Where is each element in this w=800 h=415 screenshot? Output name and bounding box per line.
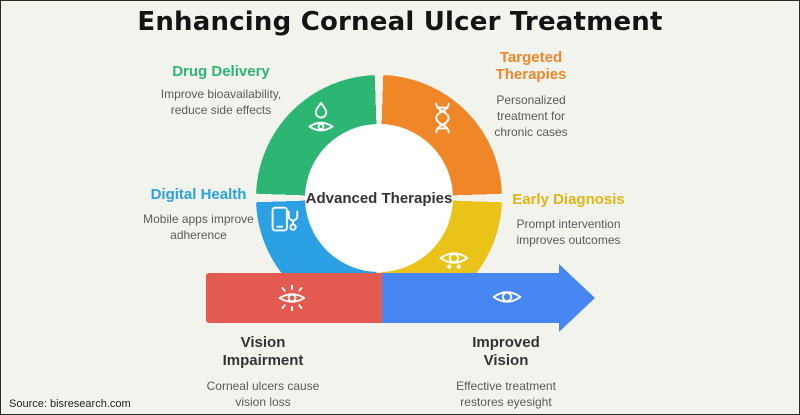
segment-label: Digital Health <box>150 186 247 203</box>
eye-scan-icon <box>435 240 473 278</box>
page-title: Enhancing Corneal Ulcer Treatment <box>137 7 663 37</box>
arrow-head <box>559 264 595 332</box>
segment-label: Early Diagnosis <box>512 191 625 208</box>
segment-digital-health: Digital Health Mobile apps improve adher… <box>121 186 276 244</box>
stage-label: Improved Vision <box>472 334 540 369</box>
stage-improved-vision: Improved Vision Effective treatment rest… <box>431 334 581 410</box>
healthy-eye-icon <box>488 278 526 316</box>
stage-desc: Corneal ulcers cause vision loss <box>206 379 320 410</box>
mobile-stethoscope-icon <box>265 201 303 239</box>
ring-center-label: Advanced Therapies <box>305 189 453 207</box>
dna-icon <box>423 99 461 137</box>
vision-impairment-arrow-segment <box>206 273 382 323</box>
segment-label: Targeted Therapies <box>495 49 567 84</box>
segment-desc: Personalized treatment for chronic cases <box>494 92 568 139</box>
impaired-eye-icon <box>273 279 311 317</box>
stage-desc: Effective treatment restores eyesight <box>456 379 556 410</box>
ring-center: Advanced Therapies <box>305 124 453 272</box>
segment-desc: Prompt intervention improves outcomes <box>516 217 621 248</box>
segment-early-diagnosis: Early Diagnosis Prompt intervention impr… <box>501 191 636 249</box>
segment-label: Drug Delivery <box>172 63 270 80</box>
segment-drug-delivery: Drug Delivery Improve bioavailability, r… <box>146 63 296 119</box>
droplet-eye-icon <box>302 99 340 137</box>
improved-vision-arrow-segment <box>382 273 559 323</box>
stage-label: Vision Impairment <box>222 334 304 369</box>
segment-targeted-therapies: Targeted Therapies Personalized treatmen… <box>466 49 596 140</box>
source-attribution: Source: bisresearch.com <box>9 398 131 410</box>
stage-vision-impairment: Vision Impairment Corneal ulcers cause v… <box>188 334 338 410</box>
segment-desc: Mobile apps improve adherence <box>143 212 254 243</box>
segment-desc: Improve bioavailability, reduce side eff… <box>160 87 282 118</box>
